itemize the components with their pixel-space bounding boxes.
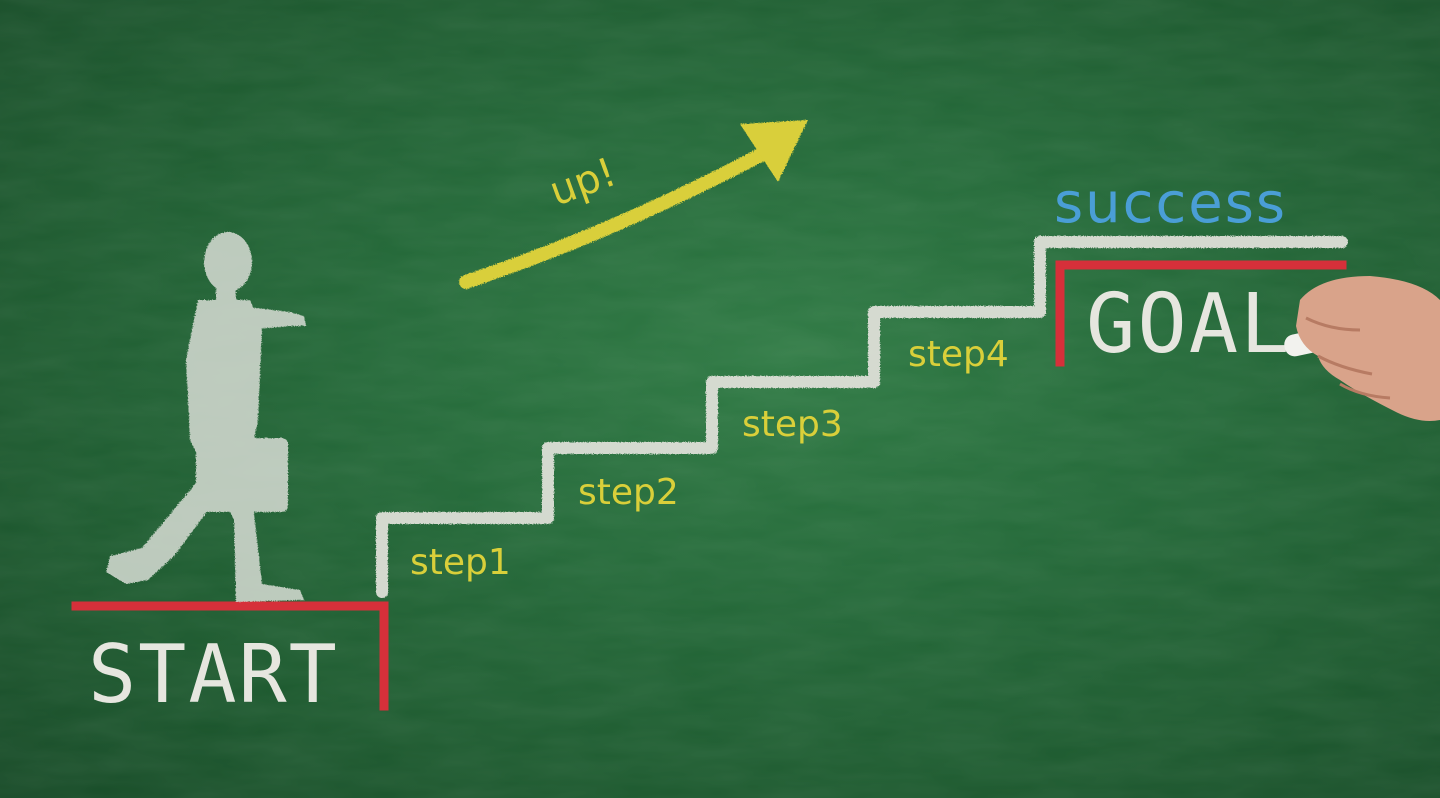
start-platform-line: [71, 601, 389, 711]
goal-label: GOAL: [1086, 277, 1291, 372]
staircase-line: [376, 236, 1348, 598]
step-label-2: step2: [578, 472, 679, 513]
success-label: success: [1054, 171, 1287, 236]
step-label-4: step4: [908, 334, 1009, 375]
walking-businessman-icon: [106, 232, 306, 602]
step-label-1: step1: [410, 542, 511, 583]
start-label: START: [88, 628, 339, 721]
step-label-3: step3: [742, 404, 843, 445]
hand-holding-chalk-icon: [1284, 276, 1440, 421]
goal-platform-line: [1055, 260, 1347, 367]
up-arrow-icon: [459, 120, 808, 289]
